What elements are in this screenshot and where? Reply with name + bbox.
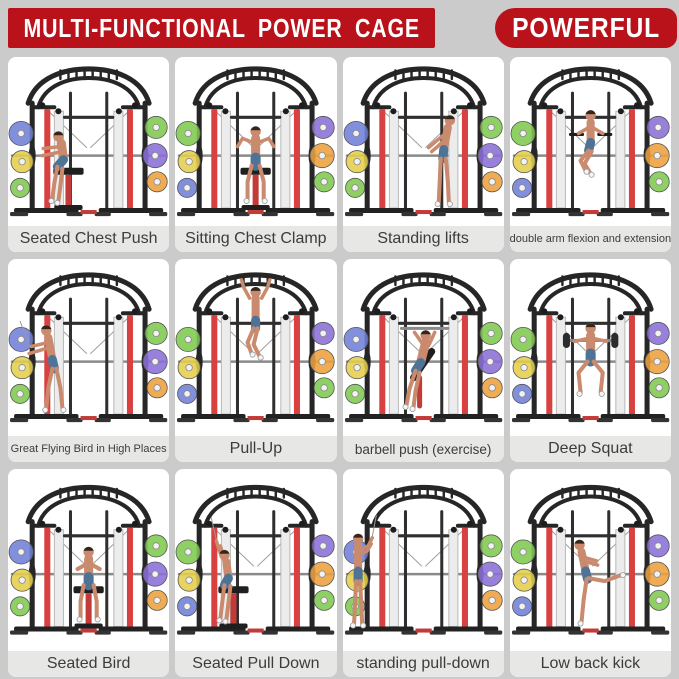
- power-cage-illustration: [510, 259, 671, 436]
- power-cage-icon: [510, 66, 670, 217]
- exercise-caption: Pull-Up: [175, 436, 337, 462]
- exercise-caption: Deep Squat: [509, 436, 671, 462]
- power-cage-illustration: [8, 469, 169, 651]
- exercise-card: Standing lifts: [342, 57, 504, 252]
- exercise-card: Seated Bird: [8, 469, 170, 677]
- power-cage-illustration: [8, 259, 169, 436]
- exercise-card: Seated Chest Push: [8, 57, 170, 252]
- power-cage-icon: [343, 66, 503, 217]
- exercise-card: standing pull-down: [342, 469, 504, 677]
- power-cage-illustration: [175, 259, 336, 436]
- exercise-card: Deep Squat: [509, 259, 671, 462]
- power-cage-icon: [8, 66, 168, 217]
- exercise-card: Pull-Up: [175, 259, 337, 462]
- exercise-card: barbell push (exercise): [342, 259, 504, 462]
- exercise-caption: Standing lifts: [342, 226, 504, 252]
- page-title: MULTI-FUNCTIONAL POWER CAGE: [23, 12, 420, 43]
- power-cage-icon: [175, 66, 335, 217]
- exercise-caption: Seated Bird: [8, 651, 170, 677]
- exercise-caption: Great Flying Bird in High Places: [8, 436, 170, 462]
- power-cage-icon: [8, 484, 168, 635]
- exercise-caption: Seated Chest Push: [8, 226, 170, 252]
- exercise-card: Low back kick: [509, 469, 671, 677]
- power-cage-icon: [175, 484, 335, 635]
- exercise-card: Seated Pull Down: [175, 469, 337, 677]
- powerful-badge-label: POWERFUL: [511, 12, 661, 43]
- power-cage-illustration: [510, 469, 671, 651]
- power-cage-illustration: [175, 469, 336, 651]
- power-cage-icon: [343, 272, 503, 423]
- power-cage-icon: [8, 272, 168, 423]
- power-cage-illustration: [343, 259, 504, 436]
- power-cage-illustration: [343, 57, 504, 226]
- exercise-caption: Low back kick: [509, 651, 671, 677]
- power-cage-icon: [510, 272, 670, 423]
- power-cage-illustration: [8, 57, 169, 226]
- power-cage-icon: [510, 484, 670, 635]
- exercise-card: Sitting Chest Clamp: [175, 57, 337, 252]
- exercise-caption: standing pull-down: [342, 651, 504, 677]
- exercise-card: double arm flexion and extension: [509, 57, 671, 252]
- title-banner: MULTI-FUNCTIONAL POWER CAGE: [8, 8, 435, 48]
- exercise-caption: double arm flexion and extension: [509, 226, 671, 252]
- exercise-caption: barbell push (exercise): [342, 436, 504, 462]
- power-cage-icon: [175, 272, 335, 423]
- power-cage-illustration: [175, 57, 336, 226]
- power-cage-illustration: [510, 57, 671, 226]
- power-cage-icon: [343, 484, 503, 635]
- powerful-badge: POWERFUL: [495, 8, 677, 48]
- exercise-card: Great Flying Bird in High Places: [8, 259, 170, 462]
- exercise-caption: Sitting Chest Clamp: [175, 226, 337, 252]
- power-cage-illustration: [343, 469, 504, 651]
- exercise-caption: Seated Pull Down: [175, 651, 337, 677]
